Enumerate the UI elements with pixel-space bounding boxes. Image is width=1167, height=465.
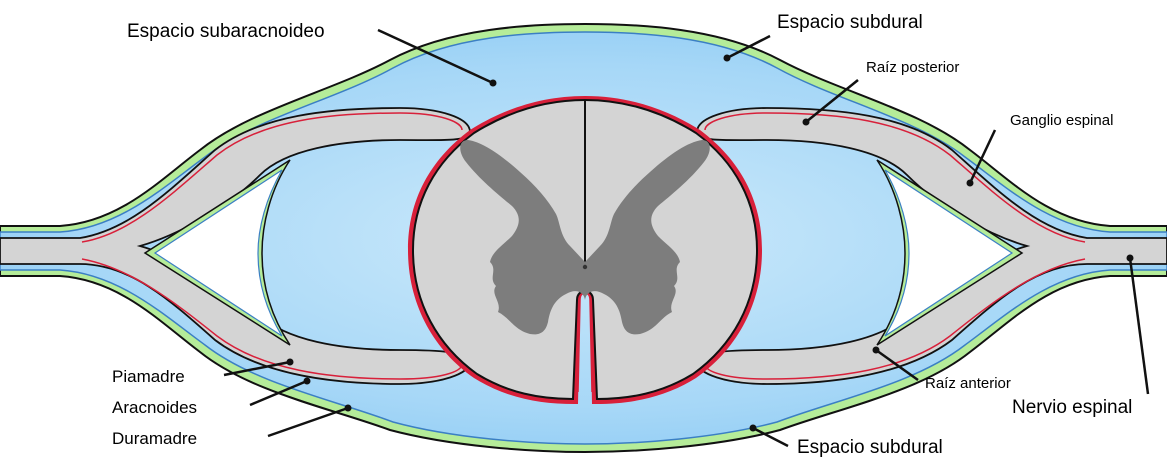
label-dura-mater: Duramadre	[112, 429, 197, 448]
label-posterior-root: Raíz posterior	[866, 59, 959, 76]
label-subdural-space-bottom: Espacio subdural	[797, 437, 943, 458]
label-arachnoid: Aracnoides	[112, 398, 197, 417]
label-pia-mater: Piamadre	[112, 367, 185, 386]
label-subarachnoid-space: Espacio subaracnoideo	[127, 21, 325, 42]
central-canal	[583, 265, 587, 269]
label-spinal-nerve: Nervio espinal	[1012, 397, 1132, 418]
label-spinal-ganglion: Ganglio espinal	[1010, 112, 1113, 129]
label-subdural-space-top: Espacio subdural	[777, 12, 923, 33]
label-anterior-root: Raíz anterior	[925, 375, 1011, 392]
